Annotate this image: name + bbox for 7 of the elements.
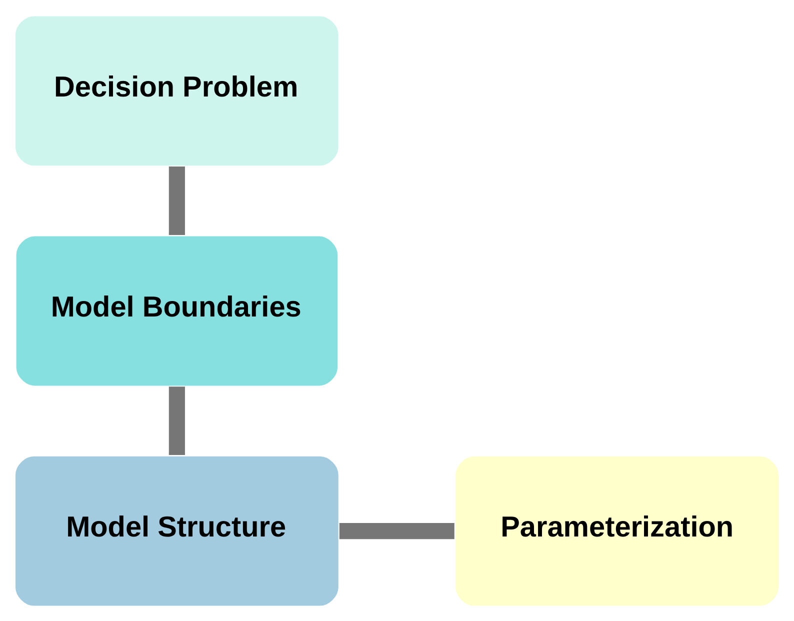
node-box: Model Structure [14, 454, 340, 607]
connector [168, 386, 185, 455]
connector [339, 522, 454, 539]
connector [168, 166, 185, 234]
node-box: Decision Problem [14, 14, 340, 167]
node-box: Parameterization [454, 454, 780, 607]
node-box: Model Boundaries [14, 234, 340, 387]
